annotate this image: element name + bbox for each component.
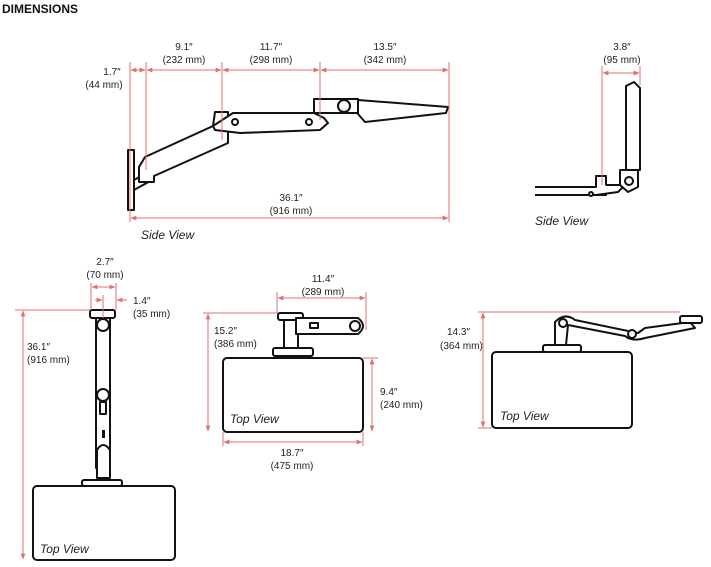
top-view-3-drawing (491, 315, 703, 429)
depth-inches: 15.2″ (214, 326, 237, 337)
top-view-1: 2.7″ (70 mm) 1.4″ (35 mm) 36.1″ (916 mm)… (15, 257, 176, 561)
width-inches: 11.4″ (312, 274, 335, 285)
top-view-2: 11.4″ (289 mm) 15.2″ (386 mm) 9.4″ (240 … (203, 274, 423, 472)
arm2-inches: 11.7″ (260, 42, 283, 53)
side-view-2-label: Side View (535, 214, 589, 228)
monitor-width-mm: (475 mm) (271, 461, 314, 472)
top-view-2-label: Top View (230, 412, 280, 426)
top-view-3: 14.3″ (364 mm) Top View (440, 311, 703, 429)
half-width-inches: 1.4″ (133, 296, 151, 307)
depth-mm: (95 mm) (603, 55, 640, 66)
monitor-height-mm: (240 mm) (380, 400, 423, 411)
arm1-mm: (232 mm) (163, 55, 206, 66)
total-length-inches: 36.1″ (279, 193, 302, 204)
tray-mm: (342 mm) (364, 55, 407, 66)
side-view-label: Side View (141, 228, 195, 242)
top-view-3-label: Top View (500, 409, 550, 423)
wall-offset-mm: (44 mm) (85, 80, 122, 91)
monitor-width-inches: 18.7″ (280, 448, 303, 459)
side-view-dimension-lines (129, 62, 450, 222)
top-view-1-label: Top View (40, 542, 90, 556)
total-depth-inches: 36.1″ (27, 342, 50, 353)
depth-mm: (364 mm) (440, 341, 483, 352)
depth-inches: 3.8″ (613, 42, 631, 53)
half-width-mm: (35 mm) (133, 309, 170, 320)
diagram-title: DIMENSIONS (2, 2, 78, 16)
mount-width-inches: 2.7″ (96, 257, 114, 268)
total-length-mm: (916 mm) (270, 206, 313, 217)
top-view-1-drawing (32, 309, 176, 561)
total-depth-mm: (916 mm) (27, 355, 70, 366)
arm2-mm: (298 mm) (250, 55, 293, 66)
side-view-arm-drawing (127, 98, 449, 211)
side-view-2-drawing (535, 81, 641, 197)
depth-mm: (386 mm) (214, 339, 257, 350)
arm1-inches: 9.1″ (175, 42, 193, 53)
wall-offset-inches: 1.7″ (103, 67, 121, 78)
depth-inches: 14.3″ (447, 327, 470, 338)
side-view-2: 3.8″ (95 mm) Side View (535, 42, 641, 228)
monitor-height-inches: 9.4″ (380, 387, 398, 398)
side-view: 1.7″ (44 mm) 9.1″ (232 mm) 11.7″ (298 mm… (85, 42, 450, 242)
mount-width-mm: (70 mm) (86, 270, 123, 281)
width-mm: (289 mm) (302, 287, 345, 298)
tray-inches: 13.5″ (373, 42, 396, 53)
top-view-2-drawing (222, 312, 364, 433)
